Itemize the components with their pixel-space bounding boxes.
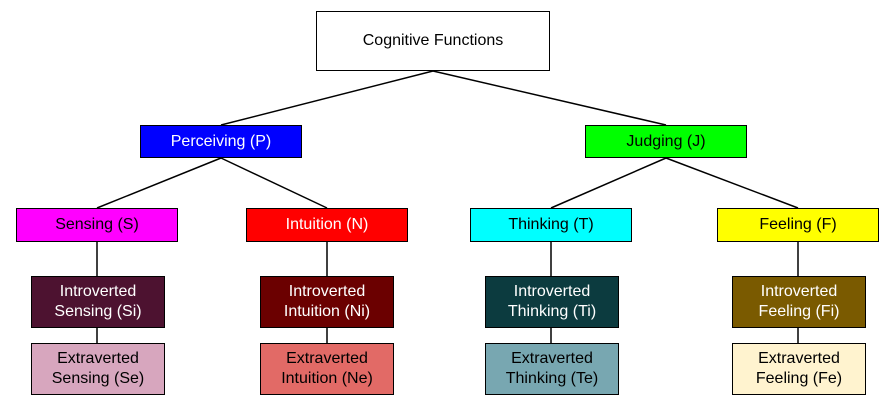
node-extraverted-sensing: Extraverted Sensing (Se) [31,343,165,395]
node-label-line1: Introverted [288,283,366,300]
node-label-line2: Thinking (Te) [505,370,599,387]
node-introverted-thinking: Introverted Thinking (Ti) [485,276,619,328]
node-label-line2: Sensing (Si) [54,303,142,320]
node-introverted-feeling: Introverted Feeling (Fi) [732,276,866,328]
edge-judging-thinking [550,157,667,209]
node-label-line2: Sensing (Se) [51,370,145,387]
node-extraverted-thinking: Extraverted Thinking (Te) [485,343,619,395]
node-label-line1: Extraverted [286,350,368,367]
node-label-line2: Intuition (Ni) [283,303,371,320]
node-label: Perceiving (P) [170,132,272,150]
node-feeling: Feeling (F) [717,208,879,242]
node-label: Sensing (S) [55,216,139,233]
node-label-line2: Feeling (Fi) [758,303,840,320]
node-label-line1: Extraverted [758,350,840,367]
node-label-line1: Introverted [59,283,137,300]
node-label: Cognitive Functions [362,32,504,49]
node-sensing: Sensing (S) [16,208,178,242]
node-introverted-sensing: Introverted Sensing (Si) [31,276,165,328]
node-intuition: Intuition (N) [246,208,408,242]
node-label: Feeling (F) [759,216,837,233]
edge-root-judging [432,70,667,126]
edge-perceiving-intuition [220,157,328,209]
node-label: Intuition (N) [285,216,369,233]
node-label-line2: Thinking (Ti) [507,303,597,320]
node-label-line1: Introverted [760,283,838,300]
node-judging: Judging (J) [585,125,747,158]
edge-judging-feeling [665,157,799,209]
edge-root-perceiving [220,70,434,126]
node-extraverted-intuition: Extraverted Intuition (Ne) [260,343,394,395]
node-cognitive-functions: Cognitive Functions [316,11,550,71]
node-label: Judging (J) [626,132,706,150]
node-label-line2: Feeling (Fe) [755,370,843,387]
node-extraverted-feeling: Extraverted Feeling (Fe) [732,343,866,395]
node-thinking: Thinking (T) [470,208,632,242]
node-perceiving: Perceiving (P) [140,125,302,158]
node-label-line1: Introverted [513,283,591,300]
node-label: Thinking (T) [508,216,594,233]
node-label-line1: Extraverted [511,350,593,367]
node-label-line2: Intuition (Ne) [281,370,373,387]
node-introverted-intuition: Introverted Intuition (Ni) [260,276,394,328]
node-label-line1: Extraverted [57,350,139,367]
edge-perceiving-sensing [96,157,222,209]
